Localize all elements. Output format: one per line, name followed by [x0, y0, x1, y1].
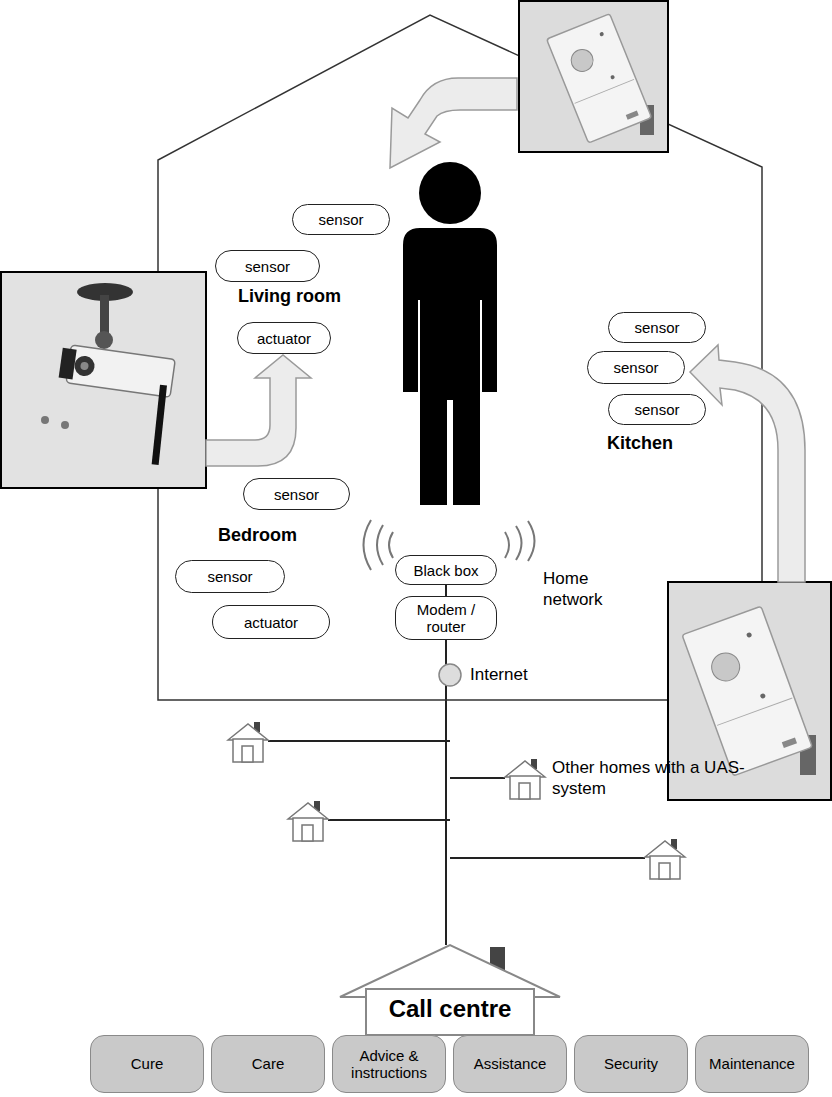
- service-box: Advice & instructions: [332, 1035, 446, 1093]
- service-box: Security: [574, 1035, 688, 1093]
- sensor-box: sensor: [587, 351, 685, 384]
- home-icon: [645, 839, 685, 879]
- service-box: Cure: [90, 1035, 204, 1093]
- node-text: Advice & instructions: [333, 1047, 445, 1082]
- node-text: actuator: [240, 614, 302, 631]
- call-centre-house: Call centre: [340, 945, 560, 1037]
- router-box: Modem / router: [395, 596, 497, 640]
- pointer-arrows: [206, 78, 805, 582]
- node-text: Care: [248, 1055, 289, 1072]
- actuator-box: actuator: [237, 322, 331, 354]
- home-icon: [505, 759, 545, 799]
- service-box: Maintenance: [695, 1035, 809, 1093]
- sensor-box: sensor: [292, 204, 390, 235]
- room-label: Bedroom: [218, 524, 297, 547]
- node-text: sensor: [270, 486, 323, 503]
- node-text: Maintenance: [705, 1055, 799, 1072]
- room-label: Living room: [238, 285, 341, 308]
- node-text: sensor: [203, 568, 256, 585]
- sensor-box: sensor: [175, 560, 285, 593]
- node-text: sensor: [630, 319, 683, 336]
- node-text: Call centre: [385, 995, 516, 1023]
- actuator-box: actuator: [212, 605, 330, 639]
- node-text: sensor: [314, 211, 367, 228]
- internet-label: Internet: [470, 664, 528, 685]
- room-label: Kitchen: [607, 432, 673, 455]
- node-text: Security: [600, 1055, 662, 1072]
- node-text: actuator: [253, 330, 315, 347]
- homes-label: Other homes with a UAS-system: [552, 757, 777, 800]
- home-icon: [228, 722, 268, 762]
- node-text: sensor: [630, 401, 683, 418]
- node-text: sensor: [609, 359, 662, 376]
- node-text: Assistance: [470, 1055, 551, 1072]
- node-text: Black box: [409, 562, 482, 579]
- home-icon: [288, 801, 328, 841]
- node-text: Cure: [127, 1055, 168, 1072]
- sensor-photo: [519, 1, 668, 152]
- camera-photo: [1, 272, 206, 488]
- sensor-box: sensor: [215, 250, 320, 282]
- node-text: Modem / router: [396, 601, 496, 635]
- network-label: Home network: [543, 568, 638, 611]
- network-line: [446, 585, 447, 596]
- person-figure: [403, 162, 497, 505]
- sensor-box: sensor: [243, 478, 350, 510]
- internet-dot: [439, 664, 461, 686]
- black-box: Black box: [395, 555, 497, 585]
- service-box: Assistance: [453, 1035, 567, 1093]
- sensor-box: sensor: [608, 312, 706, 343]
- sensor-box: sensor: [608, 394, 706, 425]
- house-shape: [340, 945, 560, 1037]
- node-text: sensor: [241, 258, 294, 275]
- service-box: Care: [211, 1035, 325, 1093]
